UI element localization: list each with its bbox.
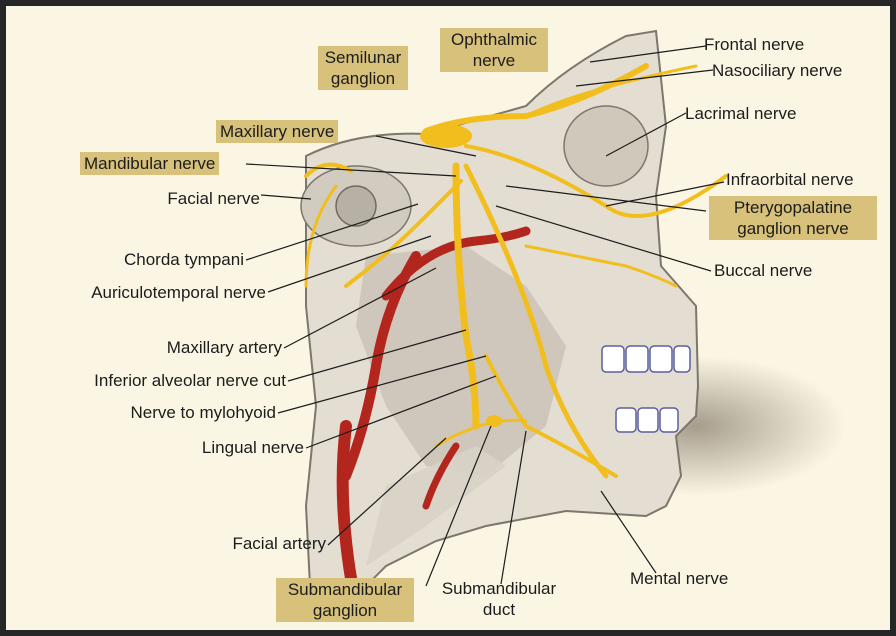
label-auriculotemporal-nerve: Auriculotemporal nerve — [26, 282, 266, 303]
label-submandibular-ganglion-text: Submandibular ganglion — [280, 579, 410, 621]
label-facial-artery: Facial artery — [156, 533, 326, 554]
label-mandibular-nerve: Mandibular nerve — [80, 152, 219, 175]
label-submandibular-ganglion: Submandibular ganglion — [276, 578, 414, 622]
label-submandibular-duct-text: Submandibular duct — [434, 578, 564, 620]
label-lingual-nerve: Lingual nerve — [106, 437, 304, 458]
lower-teeth — [616, 408, 678, 432]
label-semilunar-ganglion: Semilunar ganglion — [318, 46, 408, 90]
label-pterygopalatine-ganglion-nerve: Pterygopalatine ganglion nerve — [709, 196, 877, 240]
label-inferior-alveolar-nerve-cut: Inferior alveolar nerve cut — [16, 370, 286, 391]
label-lacrimal-nerve: Lacrimal nerve — [685, 103, 797, 124]
label-nerve-to-mylohyoid: Nerve to mylohyoid — [46, 402, 276, 423]
label-frontal-nerve: Frontal nerve — [704, 34, 804, 55]
label-maxillary-artery: Maxillary artery — [86, 337, 282, 358]
anatomical-head-dissection-illustration — [6, 6, 890, 630]
label-ophthalmic-nerve: Ophthalmic nerve — [440, 28, 548, 72]
label-ophthalmic-nerve-text: Ophthalmic nerve — [444, 29, 544, 71]
upper-teeth — [602, 346, 690, 372]
label-maxillary-nerve: Maxillary nerve — [216, 120, 338, 143]
label-chorda-tympani: Chorda tympani — [46, 249, 244, 270]
label-pterygopalatine-ganglion-nerve-text: Pterygopalatine ganglion nerve — [713, 197, 873, 239]
label-submandibular-duct: Submandibular duct — [434, 578, 564, 620]
orbit-region — [564, 106, 648, 186]
label-facial-nerve: Facial nerve — [126, 188, 260, 209]
semilunar-ganglion-shape — [420, 124, 472, 148]
label-buccal-nerve: Buccal nerve — [714, 260, 812, 281]
label-mental-nerve: Mental nerve — [630, 568, 728, 589]
submandibular-ganglion-shape — [486, 415, 502, 427]
label-infraorbital-nerve: Infraorbital nerve — [726, 169, 854, 190]
label-semilunar-ganglion-text: Semilunar ganglion — [322, 47, 404, 89]
label-nasociliary-nerve: Nasociliary nerve — [712, 60, 842, 81]
